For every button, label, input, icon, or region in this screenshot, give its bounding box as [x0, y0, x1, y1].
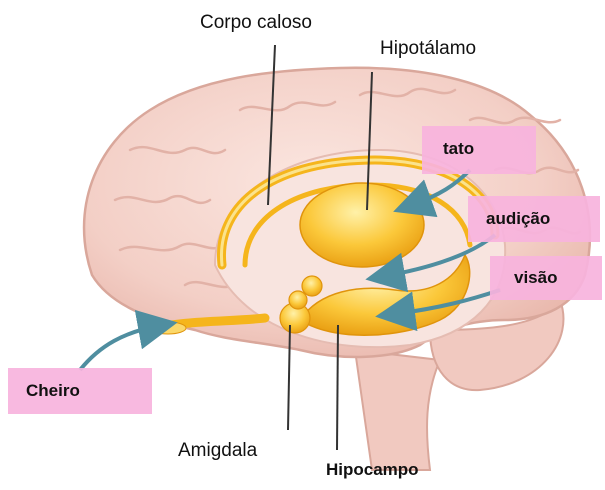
visao-label: visão — [514, 268, 557, 288]
hipocampo-label: Hipocampo — [326, 460, 419, 480]
audicao-label: audição — [486, 209, 550, 229]
cheiro-label: Cheiro — [26, 381, 80, 401]
hipotalamo-label: Hipotálamo — [380, 38, 476, 60]
brain-stem — [355, 350, 440, 470]
hipocampo-leader — [337, 325, 338, 450]
thalamus — [300, 183, 424, 267]
tato-box — [422, 126, 536, 174]
tato-label: tato — [443, 139, 474, 159]
corpo-caloso-label: Corpo caloso — [200, 12, 312, 34]
amigdala-label: Amigdala — [178, 440, 257, 462]
cheiro-arrow — [80, 326, 158, 370]
